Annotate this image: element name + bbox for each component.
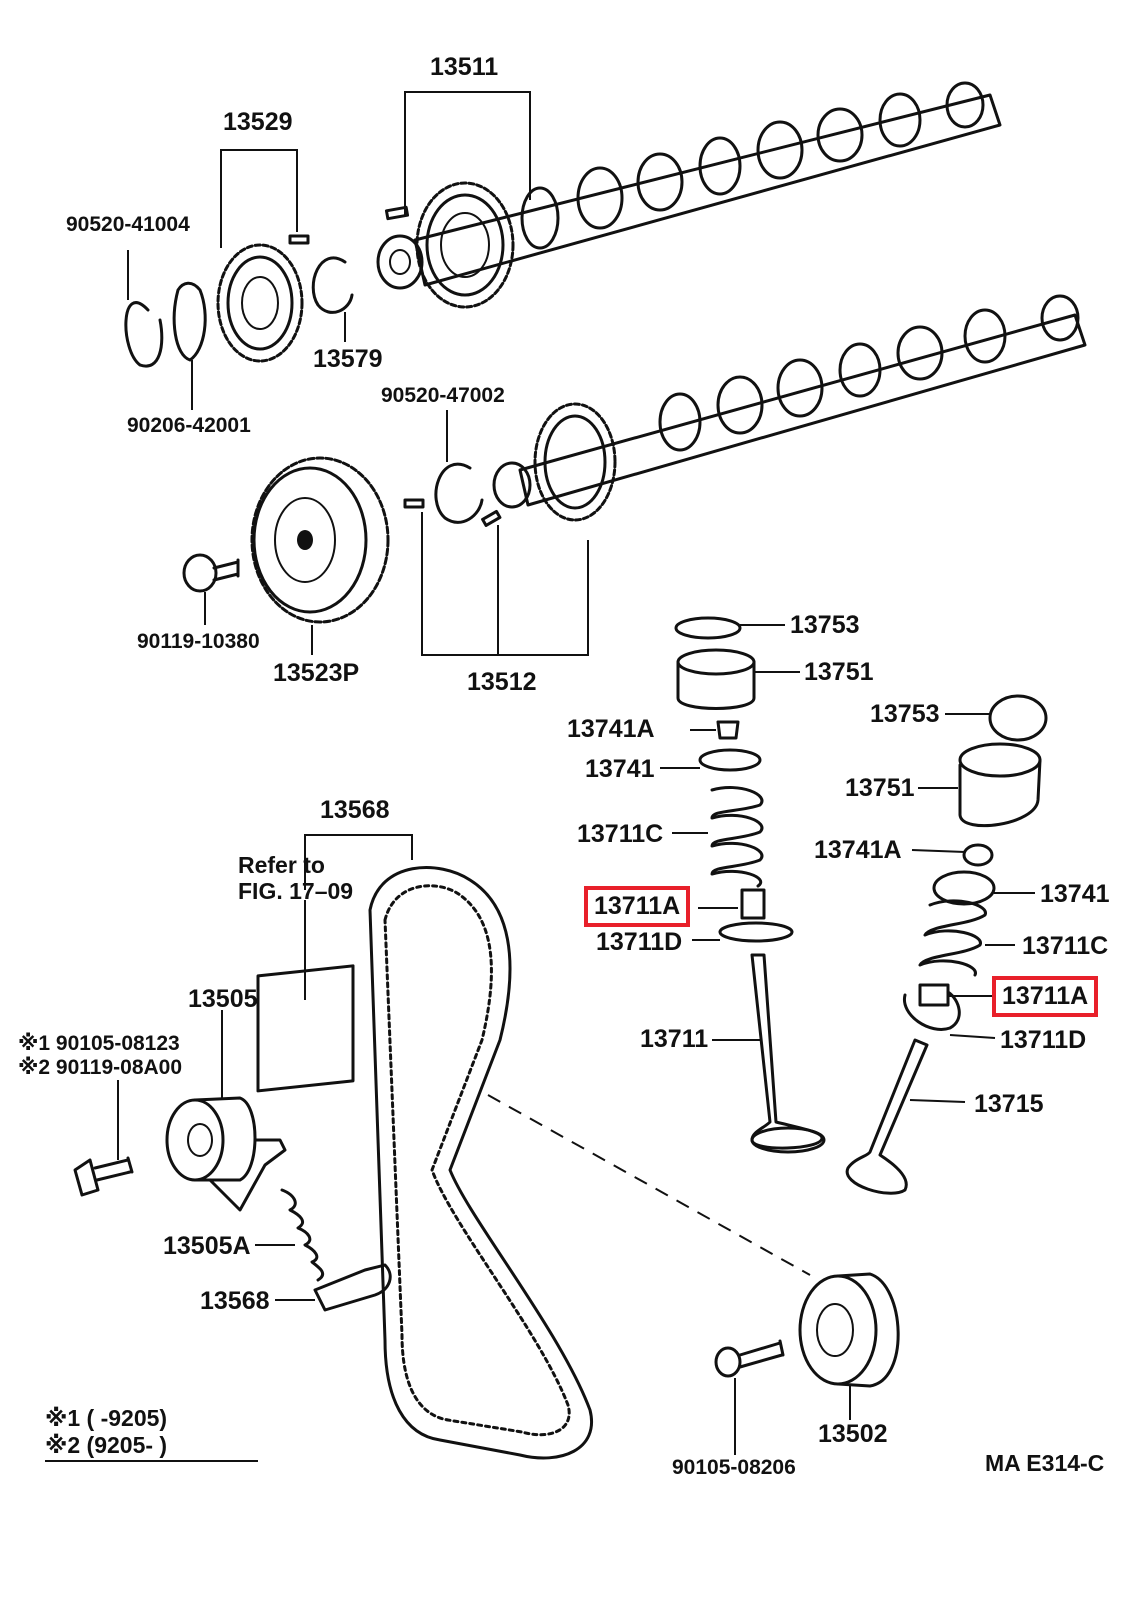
label-13741-b: 13741 <box>1040 880 1110 908</box>
valve-seal-13711A-a <box>740 888 766 920</box>
label-13715: 13715 <box>974 1090 1044 1118</box>
pin-13529 <box>288 234 310 245</box>
figure-code: MA E314-C <box>985 1450 1105 1476</box>
spring-13711C-b <box>918 899 987 977</box>
label-13711D-a: 13711D <box>596 928 683 956</box>
label-13753-a: 13753 <box>790 611 860 639</box>
camshaft-gear-lower <box>533 402 617 522</box>
camshaft-13512 <box>492 294 1087 509</box>
label-note1-part: ※1 90105-08123 <box>18 1032 180 1055</box>
leader-13512 <box>421 512 589 656</box>
label-13511: 13511 <box>430 53 499 81</box>
label-90520-41004: 90520-41004 <box>66 213 190 236</box>
label-13502: 13502 <box>818 1420 888 1448</box>
label-13711A-a-highlighted: 13711A <box>583 886 691 927</box>
valve-13711 <box>750 953 826 1154</box>
label-13711C-b: 13711C <box>1022 932 1109 960</box>
label-13512: 13512 <box>467 668 537 696</box>
shim-13753-a <box>674 616 742 640</box>
retainer-13741-b <box>932 870 996 906</box>
label-13711A-b-highlighted: 13711A <box>991 976 1099 1017</box>
belt-pulley-path <box>487 1094 811 1276</box>
label-13751-a: 13751 <box>804 658 874 686</box>
valve-13715 <box>845 1038 929 1195</box>
pin-upper <box>384 205 410 221</box>
spring-13711C-a <box>710 786 764 888</box>
label-13505: 13505 <box>188 985 258 1013</box>
camshaft-gear-upper <box>415 181 515 309</box>
label-13523P: 13523P <box>273 659 360 687</box>
snap-ring-13579 <box>311 256 354 314</box>
refer-to-line2: FIG. 17–09 <box>238 878 354 904</box>
pin-lower-a <box>403 498 425 509</box>
pin-lower-b <box>481 509 502 527</box>
leader-13568 <box>304 834 413 890</box>
keeper-13741A-b <box>962 843 994 867</box>
shim-13753-b <box>988 694 1048 742</box>
label-13711: 13711 <box>640 1025 709 1053</box>
label-13741A-b: 13741A <box>814 836 902 864</box>
legend-note-1: ※1 ( -9205) <box>45 1405 168 1431</box>
idler-pulley-13502 <box>798 1272 900 1388</box>
label-note2-part: ※2 90119-08A00 <box>18 1056 183 1079</box>
legend-note-2: ※2 (9205- ) <box>45 1432 168 1458</box>
label-90119-10380: 90119-10380 <box>137 630 260 653</box>
snap-ring-90520-47002 <box>434 462 484 524</box>
retainer-13741-a <box>698 748 762 772</box>
bolt-90105-08206 <box>714 1339 785 1378</box>
scissor-gear-13529 <box>216 243 304 363</box>
refer-to-line1: Refer to <box>238 852 325 878</box>
spring-13505A <box>280 1188 325 1282</box>
seat-13711D-b <box>903 990 961 1031</box>
label-13505A: 13505A <box>163 1232 251 1260</box>
timing-pulley-13523P <box>250 456 390 624</box>
label-90206-42001: 90206-42001 <box>127 414 251 437</box>
label-13751-b: 13751 <box>845 774 915 802</box>
label-13741A-a: 13741A <box>567 715 655 743</box>
bolt-tensioner <box>73 1156 134 1197</box>
keeper-13741A-a <box>716 720 740 740</box>
timing-belt-13568 <box>368 866 593 1460</box>
label-13753-b: 13753 <box>870 700 940 728</box>
pin-13568 <box>313 1263 392 1312</box>
bolt-90119-10380 <box>182 553 240 593</box>
label-13579: 13579 <box>313 345 383 373</box>
label-90105-08206: 90105-08206 <box>672 1456 796 1479</box>
lifter-13751-a <box>676 648 756 710</box>
label-13741-a: 13741 <box>585 755 655 783</box>
washer-90206-42001 <box>172 281 207 362</box>
valve-seal-13711A-b <box>918 983 950 1007</box>
lifter-13751-b <box>958 742 1042 828</box>
label-13711D-b: 13711D <box>1000 1026 1087 1054</box>
leader-13529 <box>220 149 298 248</box>
label-90520-47002: 90520-47002 <box>381 384 505 407</box>
label-13568-b: 13568 <box>200 1287 270 1315</box>
label-13568-a: 13568 <box>320 796 390 824</box>
tensioner-13505 <box>165 1096 287 1212</box>
snap-ring-90520-41004 <box>124 301 164 368</box>
seat-13711D-a <box>718 921 794 943</box>
label-13711C-a: 13711C <box>577 820 664 848</box>
camshaft-13511 <box>376 81 1002 290</box>
label-13529: 13529 <box>223 108 293 136</box>
leader-13511 <box>404 91 531 215</box>
